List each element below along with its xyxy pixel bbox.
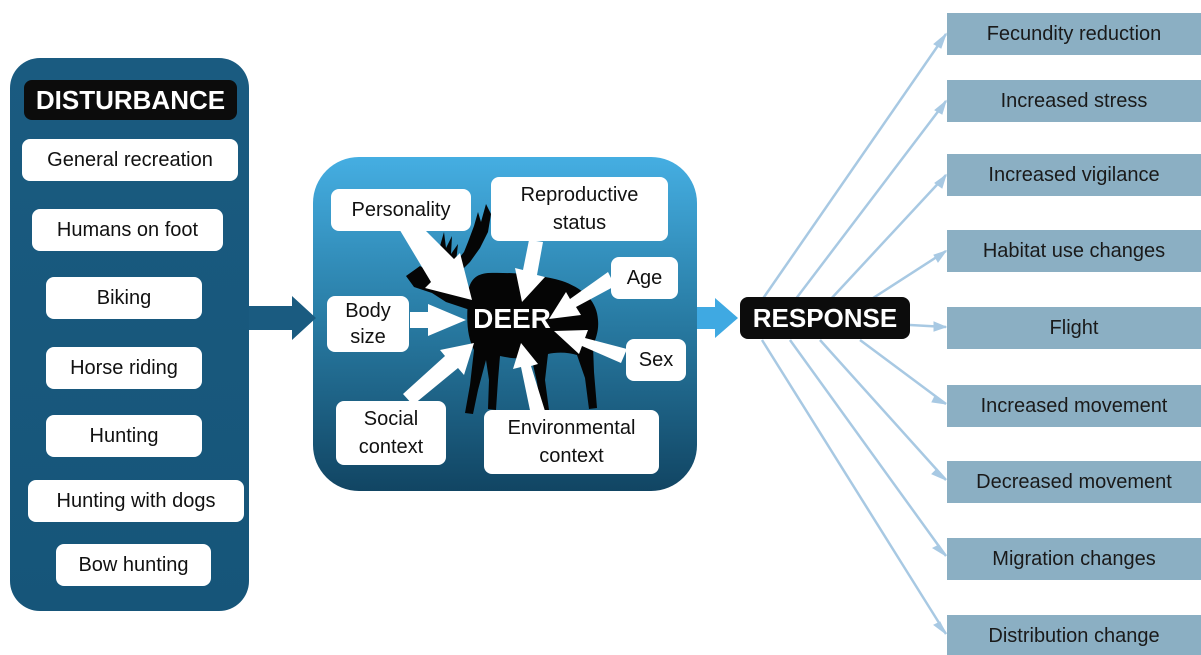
response-item: Increased vigilance xyxy=(947,154,1201,196)
factor-body-size: Body size xyxy=(327,296,409,352)
disturbance-item: Bow hunting xyxy=(56,544,211,586)
disturbance-item: Hunting with dogs xyxy=(28,480,244,522)
disturbance-item: Biking xyxy=(46,277,202,319)
response-item: Increased movement xyxy=(947,385,1201,427)
sex-arrow xyxy=(554,330,627,363)
response-connectors xyxy=(760,32,948,635)
factor-reproductive-status: Reproductive status xyxy=(491,177,668,241)
response-item: Fecundity reduction xyxy=(947,13,1201,55)
environmental-arrow xyxy=(513,343,545,415)
disturbance-item: Horse riding xyxy=(46,347,202,389)
disturbance-item: Hunting xyxy=(46,415,202,457)
factor-sex: Sex xyxy=(626,339,686,381)
factor-social-context: Social context xyxy=(336,401,446,465)
deer-to-response-arrow xyxy=(697,298,738,338)
disturbance-title: DISTURBANCE xyxy=(24,80,237,120)
reproductive-arrow xyxy=(515,240,545,302)
response-item: Flight xyxy=(947,307,1201,349)
response-title: RESPONSE xyxy=(740,297,910,339)
factor-environmental-context: Environmental context xyxy=(484,410,659,474)
response-item: Distribution change xyxy=(947,615,1201,655)
body-size-arrow xyxy=(410,304,466,336)
response-item: Migration changes xyxy=(947,538,1201,580)
response-item: Decreased movement xyxy=(947,461,1201,503)
disturbance-to-deer-arrow xyxy=(249,296,316,340)
disturbance-item: Humans on foot xyxy=(32,209,223,251)
deer-label: DEER xyxy=(473,303,551,334)
age-arrow xyxy=(549,272,615,319)
social-arrow xyxy=(403,343,474,405)
factor-personality: Personality xyxy=(331,189,471,231)
factor-age: Age xyxy=(611,257,678,299)
response-item: Increased stress xyxy=(947,80,1201,122)
disturbance-item: General recreation xyxy=(22,139,238,181)
personality-arrow xyxy=(395,211,472,300)
factor-arrows xyxy=(395,211,627,415)
response-item: Habitat use changes xyxy=(947,230,1201,272)
